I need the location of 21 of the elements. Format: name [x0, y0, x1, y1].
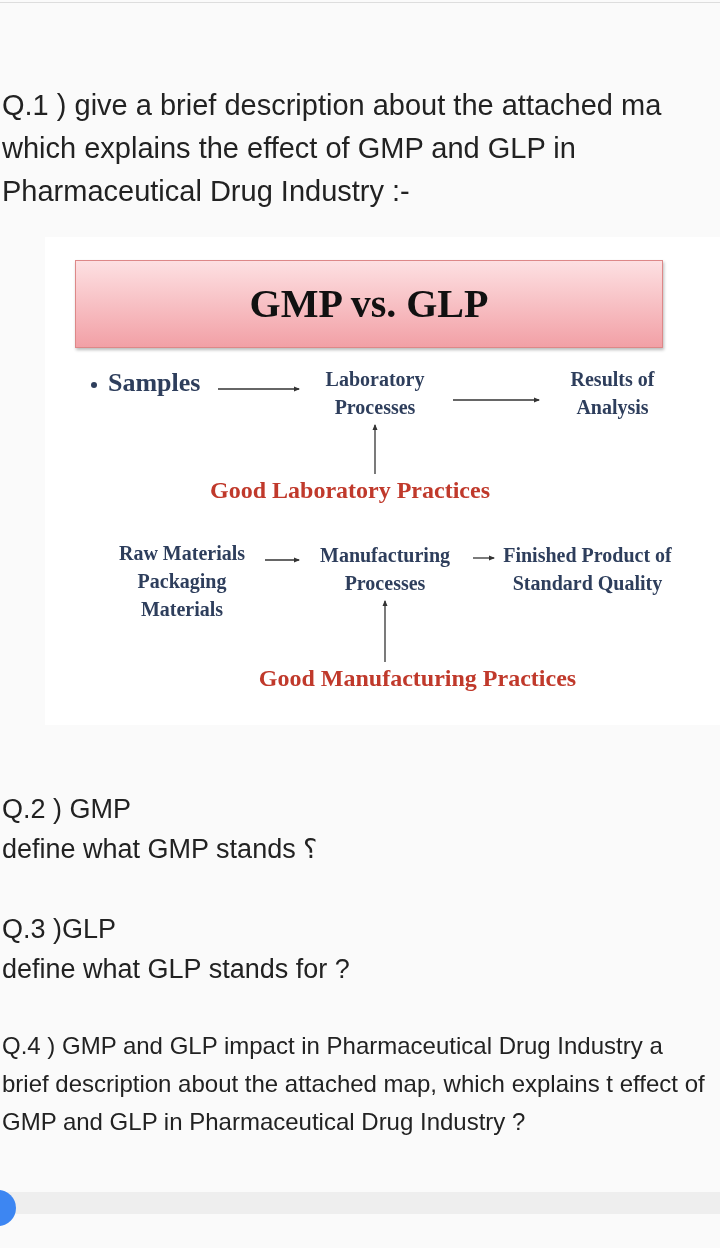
question-text: Q.1 ) give a brief description about the attached ma which explains the effect of GMP and GLP in Pharmaceutical Drug Industry :- — [2, 88, 663, 209]
arrow — [472, 555, 495, 561]
question-line: Q.3 )GLP — [2, 913, 118, 946]
arrow — [452, 397, 540, 403]
sample-label: Samples — [108, 368, 201, 397]
question-text: Q.4 ) GMP and GLP impact in Pharmaceutical Drug Industry a brief description about the attached map, which explains t effect of GMP and GLP in Pharmaceutical Drug Industry ? — [2, 1031, 706, 1137]
arrow — [217, 386, 300, 392]
practice-label: Good Manufacturing Practices — [240, 664, 595, 696]
title-banner: GMP vs. GLP — [75, 260, 663, 348]
process-label: Manufacturing Processes — [305, 541, 465, 599]
arrow — [264, 557, 300, 563]
question-line: Q.2 ) GMP — [2, 793, 132, 826]
question-line: define what GMP stands ؟ — [2, 833, 319, 866]
process-label: Raw Materials Packaging Materials — [107, 539, 257, 625]
arrow — [382, 600, 388, 663]
practice-label: Good Laboratory Practices — [195, 476, 505, 508]
question-line: define what GLP stands for ? — [2, 953, 351, 986]
process-label: Results of Analysis — [545, 365, 680, 423]
process-label: Finished Product of Standard Quality — [500, 541, 675, 627]
process-label: Laboratory Processes — [305, 365, 445, 423]
arrow — [372, 424, 378, 475]
